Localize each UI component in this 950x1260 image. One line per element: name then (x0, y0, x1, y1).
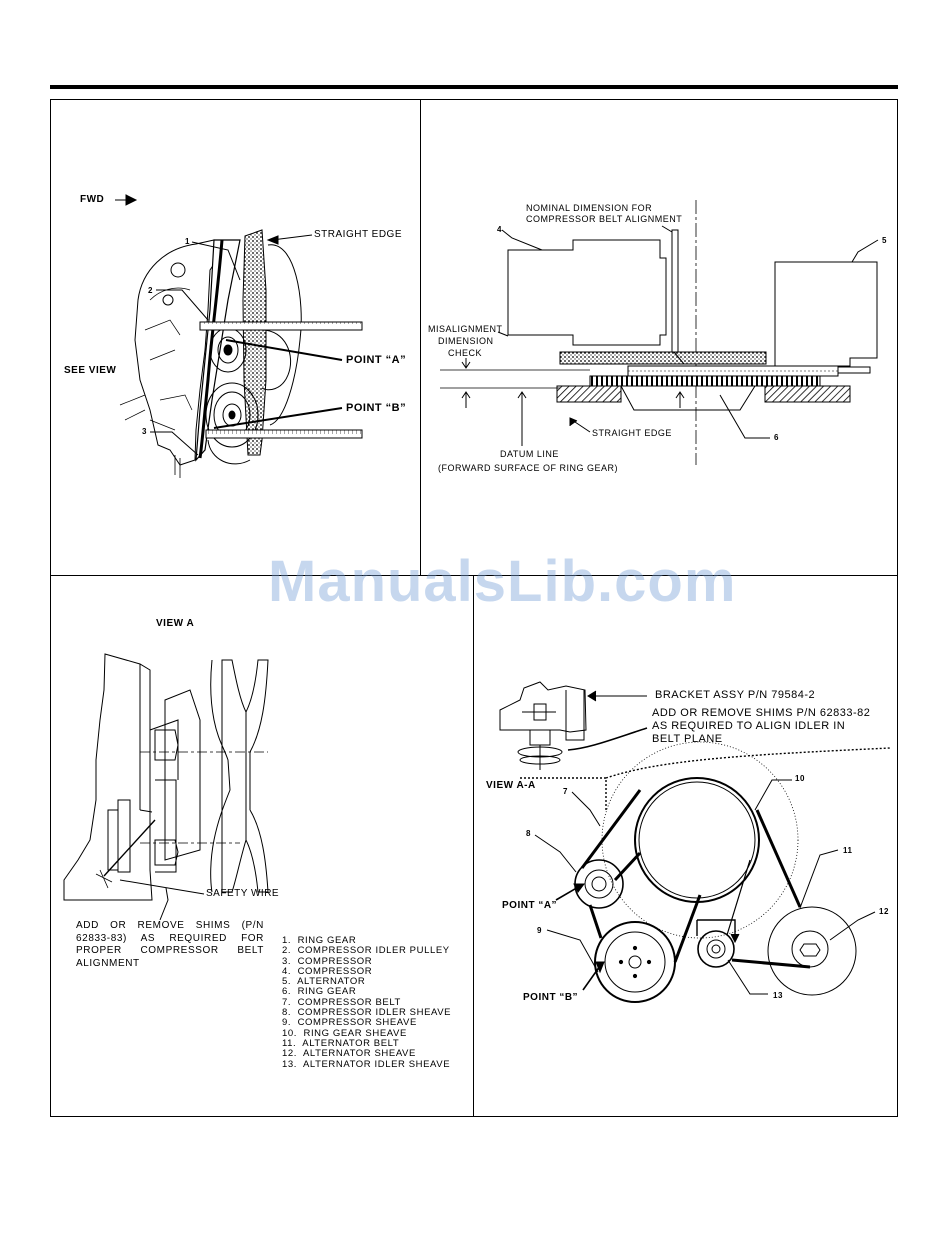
fwd-arrow-icon (115, 194, 138, 206)
view-a-section-drawing (63, 653, 269, 921)
view-aa-label: VIEW A-A (486, 780, 536, 791)
bracket-assy-label: BRACKET ASSY P/N 79584-2 (655, 689, 816, 701)
scale-ruler-upper (199, 321, 363, 331)
panel-bottom-right (473, 575, 898, 1117)
callout-12: 12 (879, 907, 889, 916)
callout-5: 5 (882, 236, 887, 245)
legend-item: 2. COMPRESSOR IDLER PULLEY (282, 945, 450, 957)
shim-note: ADD OR REMOVE SHIMS (P/N 62833-83) AS RE… (76, 920, 264, 969)
datum-note-label: (FORWARD SURFACE OF RING GEAR) (438, 463, 619, 473)
callout-13: 13 (773, 991, 783, 1000)
header-rule (50, 85, 898, 89)
legend-item: 5. ALTERNATOR (282, 976, 366, 988)
point-b-label-br: POINT “B” (523, 992, 579, 1003)
legend-item: 4. COMPRESSOR (282, 965, 373, 977)
legend-item: 10. RING GEAR SHEAVE (282, 1027, 407, 1039)
callout-1: 1 (185, 237, 190, 246)
legend-item: 12. ALTERNATOR SHEAVE (282, 1048, 416, 1060)
callout-3: 3 (142, 427, 147, 436)
alignment-section-drawing (440, 200, 879, 465)
legend-item: 13. ALTERNATOR IDLER SHEAVE (282, 1058, 451, 1070)
point-b-label: POINT “B” (346, 402, 407, 414)
shims-label-3: BELT PLANE (652, 733, 723, 745)
legend-item: 3. COMPRESSOR (282, 955, 373, 967)
point-a-label: POINT “A” (346, 354, 407, 366)
parts-legend: 1. RING GEAR 2. COMPRESSOR IDLER PULLEY … (282, 935, 452, 1070)
legend-item: 11. ALTERNATOR BELT (282, 1037, 400, 1049)
straight-edge-label-tr: STRAIGHT EDGE (592, 428, 672, 438)
callout-8: 8 (526, 829, 531, 838)
legend-item: 1. RING GEAR (282, 935, 357, 946)
watermark: ManualsLib.com (268, 549, 737, 614)
fwd-label: FWD (80, 194, 105, 205)
legend-item: 7. COMPRESSOR BELT (282, 996, 401, 1008)
callout-9: 9 (537, 926, 542, 935)
shims-label-1: ADD OR REMOVE SHIMS P/N 62833-82 (652, 707, 871, 719)
datum-line-label: DATUM LINE (500, 449, 559, 459)
legend-item: 8. COMPRESSOR IDLER SHEAVE (282, 1007, 452, 1019)
callout-10: 10 (795, 774, 805, 783)
scale-ruler-lower (205, 429, 363, 439)
callout-2: 2 (148, 286, 153, 295)
misalignment-label-1: MISALIGNMENT (428, 324, 503, 334)
callout-7: 7 (563, 787, 568, 796)
misalignment-label-3: CHECK (448, 348, 483, 358)
misalignment-label-2: DIMENSION (438, 336, 494, 346)
callout-11: 11 (843, 846, 853, 855)
legend-item: 9. COMPRESSOR SHEAVE (282, 1017, 417, 1029)
safety-wire-label: SAFETY WIRE (206, 888, 280, 899)
engine-belt-illustration (115, 194, 302, 478)
view-a-title: VIEW A (156, 618, 195, 629)
callout-6: 6 (774, 433, 779, 442)
straight-edge-label: STRAIGHT EDGE (314, 229, 402, 240)
legend-item: 6. RING GEAR (282, 986, 357, 998)
callout-4: 4 (497, 225, 502, 234)
nominal-dimension-label-2: COMPRESSOR BELT ALIGNMENT (526, 214, 683, 224)
shims-label-2: AS REQUIRED TO ALIGN IDLER IN (652, 720, 846, 732)
nominal-dimension-label-1: NOMINAL DIMENSION FOR (526, 203, 653, 213)
belt-layout-drawing (499, 681, 891, 1003)
point-a-label-br: POINT “A” (502, 900, 558, 911)
see-view-label: SEE VIEW (64, 365, 117, 376)
